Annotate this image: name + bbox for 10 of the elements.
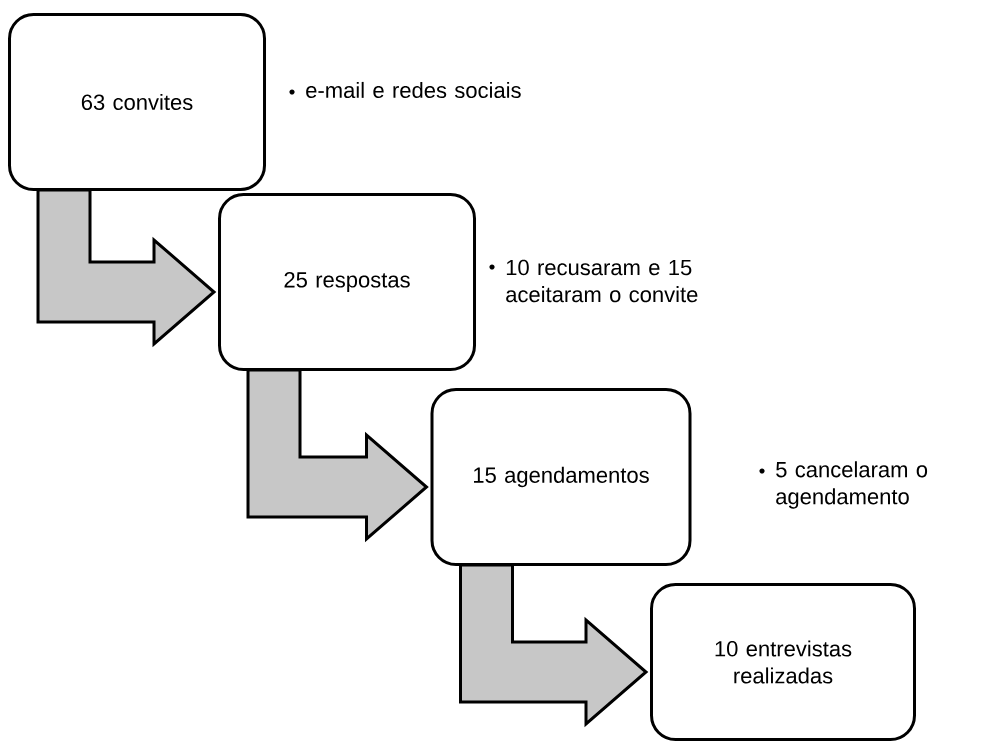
step-box: 10 entrevistas realizadas <box>650 583 916 741</box>
step-box: 25 respostas <box>218 193 476 371</box>
note-text: e-mail e redes sociais <box>306 81 521 99</box>
note-text: 10 recusaram e 15 aceitaram o convite <box>506 259 698 303</box>
block-arrow <box>36 188 217 348</box>
note-text: 5 cancelaram o agendamento <box>776 461 928 509</box>
block-arrow <box>246 368 429 543</box>
step-box: 15 agendamentos <box>430 388 692 566</box>
block-arrow <box>459 563 649 728</box>
step-box: 63 convites <box>8 13 266 191</box>
